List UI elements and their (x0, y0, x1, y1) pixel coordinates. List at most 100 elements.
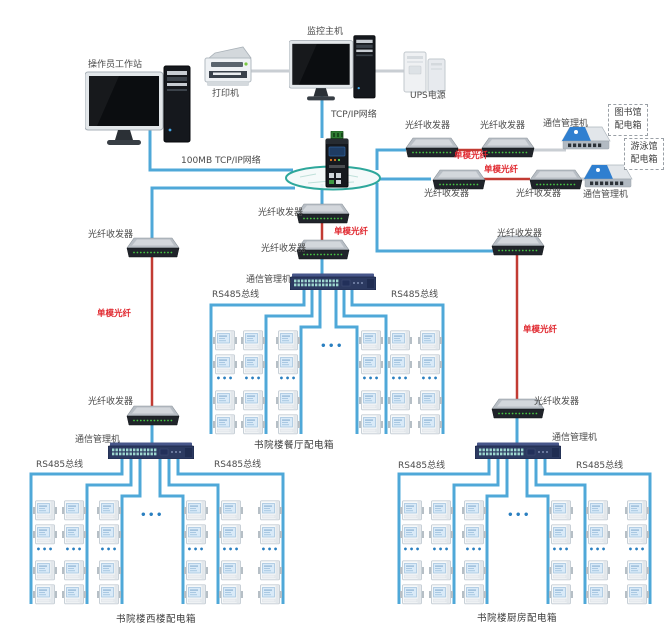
power-meter (359, 390, 383, 411)
power-meter (549, 500, 573, 521)
power-meter (388, 414, 412, 435)
power-meter (219, 524, 243, 545)
column-ellipsis: ••• (627, 545, 647, 554)
power-meter (429, 500, 453, 521)
label-fiber-transceiver: 光纤收发器 (88, 397, 134, 407)
column-ellipsis: ••• (260, 545, 280, 554)
power-meter (97, 584, 121, 605)
power-meter (418, 414, 442, 435)
power-meter (241, 390, 265, 411)
fiber-transceiver-device (489, 397, 545, 419)
label-fiber-transceiver: 光纤收发器 (88, 230, 134, 240)
fiber-transceiver-device (527, 168, 583, 190)
column-ellipsis: ••• (99, 545, 119, 554)
power-meter (62, 584, 86, 605)
fiber-transceiver-device (489, 234, 545, 256)
power-meter (184, 500, 208, 521)
power-meter (400, 584, 424, 605)
power-meter (258, 560, 282, 581)
power-meter (219, 500, 243, 521)
center-ellipsis: ••• (507, 510, 531, 521)
label-rs485-bus: RS485总线 (212, 290, 260, 300)
label-comm-manager: 通信管理机 (552, 433, 598, 443)
column-ellipsis: ••• (431, 545, 451, 554)
column-ellipsis: ••• (186, 545, 206, 554)
label-comm-manager: 通信管理机 (75, 435, 121, 445)
power-meter (549, 584, 573, 605)
label-printer: 打印机 (212, 89, 240, 99)
column-ellipsis: ••• (588, 545, 608, 554)
column-ellipsis: ••• (35, 545, 55, 554)
power-meter (33, 560, 57, 581)
monitor-host-computer (288, 34, 379, 105)
label-single-mode-fiber: 单模光纤 (97, 309, 132, 319)
fiber-transceiver-device (294, 202, 350, 224)
label-fiber-transceiver: 光纤收发器 (516, 189, 562, 199)
label-rs485-bus: RS485总线 (576, 461, 624, 471)
label-single-mode-fiber: 单模光纤 (484, 165, 519, 175)
power-meter (462, 500, 486, 521)
power-meter (33, 524, 57, 545)
power-meter (359, 330, 383, 351)
power-meter (388, 354, 412, 375)
power-meter (258, 584, 282, 605)
power-meter (213, 330, 237, 351)
label-rs485-bus: RS485总线 (391, 290, 439, 300)
power-meter (62, 524, 86, 545)
tcpip-wires (29, 92, 652, 604)
column-ellipsis: ••• (464, 545, 484, 554)
power-meter (258, 524, 282, 545)
label-fiber-transceiver: 光纤收发器 (534, 397, 580, 407)
power-meter (184, 584, 208, 605)
label-rs485-bus: RS485总线 (398, 461, 446, 471)
power-meter (429, 524, 453, 545)
power-meter (276, 390, 300, 411)
power-meter (400, 500, 424, 521)
power-meter (418, 330, 442, 351)
label-rs485-bus: RS485总线 (36, 460, 84, 470)
power-meter (213, 390, 237, 411)
column-ellipsis: ••• (390, 374, 410, 383)
column-ellipsis: ••• (361, 374, 381, 383)
power-meter (586, 560, 610, 581)
power-meter (462, 524, 486, 545)
power-meter (213, 414, 237, 435)
label-monitor-host: 监控主机 (307, 27, 344, 37)
power-meter (219, 560, 243, 581)
power-meter (62, 500, 86, 521)
power-meter (586, 584, 610, 605)
power-meter (359, 354, 383, 375)
label-fiber-transceiver: 光纤收发器 (258, 208, 304, 218)
label-ups: UPS电源 (410, 91, 446, 101)
label-workstation: 操作员工作站 (88, 60, 143, 70)
fiber-wires (150, 148, 530, 406)
column-ellipsis: ••• (243, 374, 263, 383)
power-meter (276, 354, 300, 375)
label-comm-manager: 通信管理机 (246, 275, 292, 285)
power-meter (241, 330, 265, 351)
power-meter (184, 560, 208, 581)
power-meter (429, 560, 453, 581)
power-meter (388, 390, 412, 411)
industrial-ethernet-switch (322, 130, 352, 189)
power-meter (388, 330, 412, 351)
label-fiber-transceiver: 光纤收发器 (497, 229, 543, 239)
label-fiber-transceiver: 光纤收发器 (261, 244, 307, 254)
fiber-transceiver-device (403, 136, 459, 158)
power-meter (462, 560, 486, 581)
column-ellipsis: ••• (278, 374, 298, 383)
printer-device (203, 44, 255, 90)
power-meter (586, 524, 610, 545)
power-meter (184, 524, 208, 545)
power-meter (33, 500, 57, 521)
power-meter (586, 500, 610, 521)
power-meter (625, 584, 649, 605)
power-meter (549, 560, 573, 581)
comm-manager-rack (107, 441, 195, 460)
power-meter (213, 354, 237, 375)
label-tcpip: TCP/IP网络 (331, 110, 377, 120)
comm-manager-rack (289, 272, 377, 291)
fiber-transceiver-device (479, 136, 535, 158)
